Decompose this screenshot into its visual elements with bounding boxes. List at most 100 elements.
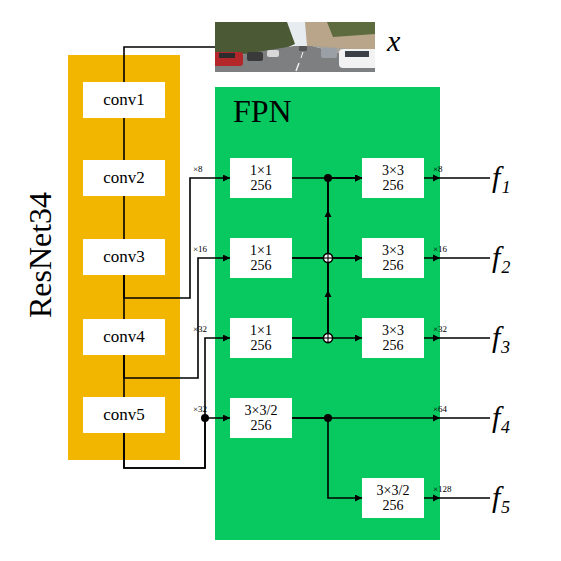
- conv-block: conv3: [83, 239, 165, 275]
- box-label: 1×1: [250, 243, 272, 258]
- photo-car: [339, 49, 375, 68]
- photo-car: [247, 52, 263, 61]
- photo-car: [321, 48, 337, 58]
- conv-block: conv5: [83, 397, 165, 433]
- box-label: 3×3: [382, 243, 404, 258]
- box-label: 256: [251, 178, 272, 193]
- lateral-conv-box: 1×1256: [230, 238, 292, 278]
- photo-trees: [215, 22, 295, 56]
- output-conv-box: 3×3256: [362, 238, 424, 278]
- output-arrowhead: [433, 335, 440, 342]
- box-label: 256: [383, 338, 404, 353]
- box-label: 256: [383, 258, 404, 273]
- junction-dot: [325, 415, 331, 421]
- output-line: [424, 337, 490, 339]
- output-line: [424, 177, 490, 179]
- output-line: [424, 497, 490, 499]
- output-arrowhead: [433, 175, 440, 182]
- sum-symbol: [323, 333, 332, 342]
- connector: [123, 196, 125, 239]
- backbone-band: ResNet34conv1conv2conv3conv4conv5: [68, 55, 180, 460]
- sum-cross: [327, 253, 328, 262]
- connector: [292, 178, 362, 258]
- photo-road-marking: [301, 52, 303, 58]
- box-label: conv3: [103, 247, 145, 267]
- box-label: 256: [251, 418, 272, 433]
- sum-cross: [323, 337, 332, 338]
- strided-conv-box: 3×3/2256: [362, 478, 424, 518]
- box-label: 256: [251, 338, 272, 353]
- connector: [124, 258, 230, 378]
- connector-group: [124, 47, 362, 498]
- junction-dot: [202, 415, 208, 421]
- junction-dot: [325, 175, 331, 181]
- connector: [124, 418, 230, 468]
- connector: [124, 338, 230, 468]
- output-conv-box: 3×3256: [362, 158, 424, 198]
- fpn-junctions: [202, 175, 333, 421]
- box-label: 256: [383, 178, 404, 193]
- connector: [123, 118, 125, 160]
- box-label: 3×3/2: [245, 403, 278, 418]
- box-label: 3×3/2: [377, 483, 410, 498]
- output-line: [292, 417, 490, 419]
- sum-circle: [323, 333, 332, 342]
- box-label: 1×1: [250, 323, 272, 338]
- sum-symbol: [323, 253, 332, 262]
- connector: [292, 178, 362, 338]
- sum-circle: [323, 253, 332, 262]
- fpn-band: FPN1×12563×32561×12563×32561×12563×32563…: [215, 87, 440, 540]
- stride-label: ×8: [193, 164, 203, 174]
- strided-conv-box: 3×3/2256: [230, 398, 292, 438]
- photo-car-window: [345, 51, 369, 57]
- conv-block: conv4: [83, 319, 165, 355]
- photo-car: [267, 50, 279, 57]
- conv-block: conv2: [83, 160, 165, 196]
- photo-sky: [215, 22, 375, 72]
- sum-cross: [327, 333, 328, 342]
- connector: [292, 257, 362, 259]
- band-heading: x: [387, 24, 400, 58]
- input-image: x: [215, 22, 375, 72]
- stride-label: ×16: [193, 244, 207, 254]
- feature-name: f₅: [492, 480, 511, 514]
- band-heading: ResNet34: [22, 192, 58, 318]
- box-label: 3×3: [382, 323, 404, 338]
- connector: [292, 177, 362, 179]
- output-arrowhead: [433, 415, 440, 422]
- photo-sidewalk: [312, 46, 375, 62]
- output-arrows: [292, 175, 490, 502]
- upward-arrowhead: [325, 290, 332, 297]
- box-label: 1×1: [250, 163, 272, 178]
- connector: [124, 47, 215, 82]
- output-conv-box: 3×3256: [362, 318, 424, 358]
- box-label: 256: [383, 498, 404, 513]
- box-label: conv5: [103, 405, 145, 425]
- street-photo: [211, 22, 379, 72]
- lateral-conv-box: 1×1256: [230, 318, 292, 358]
- connector: [292, 418, 362, 498]
- conv-block: conv1: [83, 82, 165, 118]
- feature-name: f₃: [492, 320, 511, 354]
- photo-road-marking: [296, 63, 299, 71]
- photo-trees: [327, 22, 375, 37]
- photo-car: [215, 52, 243, 66]
- box-label: 3×3: [382, 163, 404, 178]
- box-label: conv2: [103, 168, 145, 188]
- connector: [123, 355, 125, 397]
- sum-cross: [323, 257, 332, 258]
- connector: [292, 258, 362, 338]
- connector: [124, 178, 230, 298]
- photo-car: [299, 46, 307, 51]
- feature-name: f₄: [492, 400, 511, 434]
- output-line: [424, 257, 490, 259]
- box-label: 256: [251, 258, 272, 273]
- connector: [292, 337, 362, 339]
- connector: [123, 275, 125, 319]
- upward-arrowhead: [325, 210, 332, 217]
- stride-label: ×32: [193, 324, 207, 334]
- box-label: conv4: [103, 327, 145, 347]
- lateral-conv-box: 1×1256: [230, 158, 292, 198]
- stride-label: ×32: [193, 404, 207, 414]
